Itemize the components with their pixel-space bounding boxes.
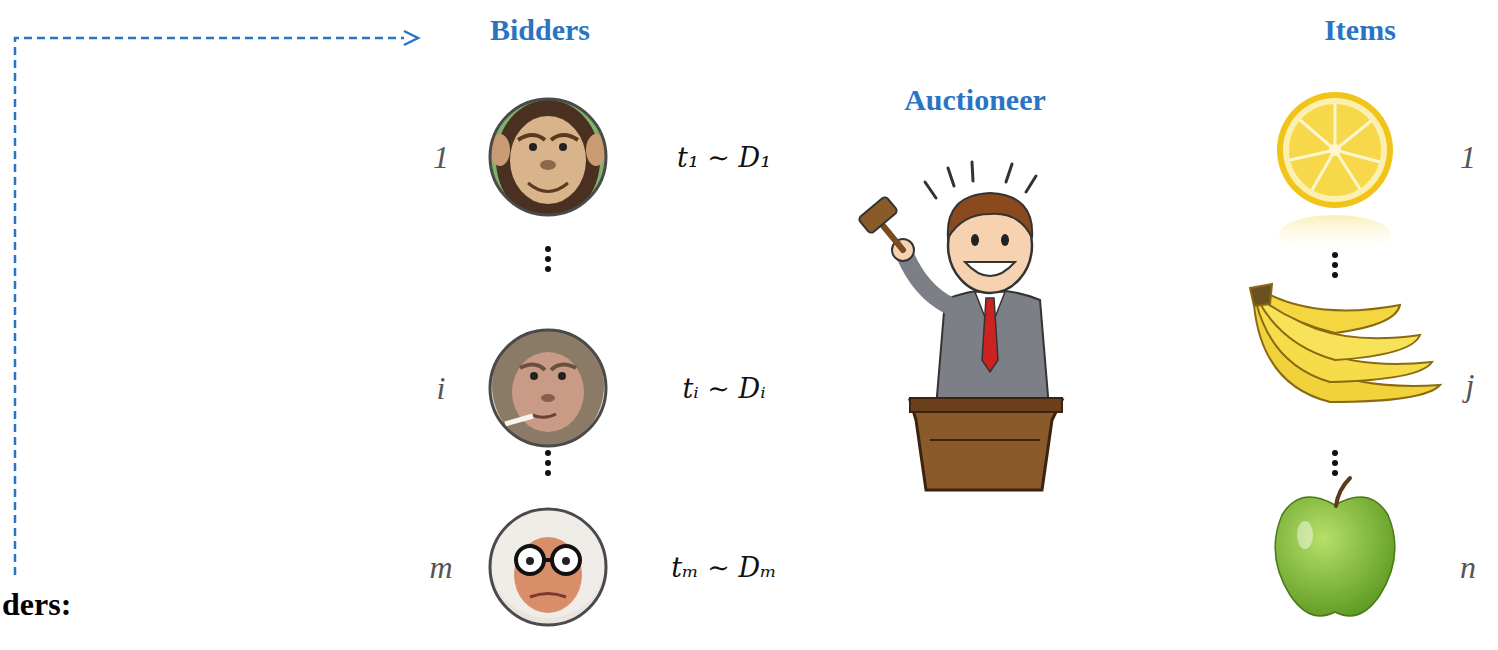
group-heading: Auctioneer	[904, 83, 1046, 117]
bidder-portrait-part-part	[514, 537, 582, 613]
bidder-portrait-part-part	[558, 372, 566, 380]
bidder-portrait-part	[488, 502, 608, 627]
auctioneer-figure-part-part	[1006, 164, 1012, 182]
bidder-portrait-part-part	[541, 394, 555, 402]
bidder-portrait-part-part	[562, 557, 570, 565]
ellipsis-dots-part	[1332, 272, 1338, 278]
auctioneer-figure-part-part	[925, 182, 936, 198]
auctioneer-figure-part	[925, 162, 1036, 198]
apple-picture-part	[1297, 521, 1313, 549]
auctioneer-figure-part-part	[1026, 176, 1036, 192]
apple-picture	[1275, 478, 1395, 616]
lemon-picture-part	[1283, 98, 1387, 202]
bidder-portrait-part-part	[530, 594, 566, 598]
dashed-arrow-part	[15, 38, 404, 575]
bidder-portrait-part-part	[526, 557, 534, 565]
bidder-portrait-part	[488, 97, 608, 220]
lemon-picture-part-part	[1334, 104, 1337, 150]
bidder-portrait-part-part	[528, 183, 568, 192]
auctioneer-figure-part-part	[972, 162, 973, 181]
apple-picture-part	[1336, 478, 1350, 506]
bidder-portrait-part	[490, 509, 606, 625]
item-index: n	[1460, 549, 1476, 586]
bidder-index: m	[429, 549, 452, 586]
apple-picture-part	[1275, 497, 1395, 616]
lemon-picture-part-part	[1335, 150, 1360, 189]
lemon-picture-part-part	[1290, 150, 1335, 160]
bidder-portrait-part	[490, 99, 606, 215]
bidder-portrait-part-part	[505, 416, 533, 424]
lemon-picture-part	[1329, 144, 1341, 156]
group-heading: Items	[1324, 13, 1396, 47]
dashed-arrow-part	[404, 31, 418, 45]
bidder-portrait	[488, 97, 608, 220]
lemon-picture-part-part	[1300, 120, 1335, 150]
bidder-index: 1	[433, 139, 449, 176]
bidder-portrait-part-part	[532, 414, 556, 417]
ellipsis-dots-part	[545, 246, 551, 252]
bidder-portrait-part	[490, 330, 606, 446]
ellipsis-dots-part	[545, 256, 551, 262]
group-heading: Bidders	[490, 13, 590, 47]
dashed-arrow	[15, 31, 418, 575]
lemon-picture-part	[1279, 215, 1391, 255]
banana-picture-part	[1250, 284, 1272, 306]
bidder-portrait	[488, 502, 608, 627]
bidder-portrait-part-part	[540, 160, 556, 170]
auctioneer-figure-part	[910, 398, 1062, 412]
auctioneer-figure-part	[1001, 234, 1009, 246]
bidder-portrait-part-part	[520, 364, 576, 370]
banana-picture-part	[1260, 294, 1400, 333]
lemon-picture-part-part	[1312, 150, 1335, 190]
lemon-picture-part	[1277, 92, 1393, 208]
bidder-portrait-part-part	[490, 502, 606, 618]
auctioneer-figure-part	[948, 193, 1032, 238]
ellipsis-dots-part	[545, 450, 551, 456]
bidder-portrait-part-part	[516, 546, 544, 574]
type-distribution: tᵢ ∼ Dᵢ	[682, 373, 765, 404]
ellipsis-dots-part	[1332, 262, 1338, 268]
auctioneer-figure	[858, 162, 1062, 490]
bidder-portrait-part-part	[510, 116, 586, 204]
bidder-portrait-part-part	[518, 135, 578, 140]
lemon-picture-part	[1290, 104, 1380, 190]
bidder-portrait-part-part	[529, 143, 537, 151]
section-label: ders:	[2, 586, 71, 623]
auctioneer-figure-part	[965, 262, 1015, 276]
bidder-portrait	[488, 323, 608, 448]
type-distribution: t₁ ∼ D₁	[677, 142, 771, 173]
type-distribution: tₘ ∼ Dₘ	[671, 552, 776, 583]
bidder-portrait-part-part	[530, 372, 538, 380]
auctioneer-figure-part	[930, 439, 1040, 441]
auctioneer-figure-part	[905, 255, 948, 305]
bidder-portrait-part-part	[492, 323, 604, 447]
auctioneer-figure-part	[858, 196, 898, 234]
auctioneer-figure-part	[880, 222, 903, 250]
ellipsis-dots-part	[545, 470, 551, 476]
banana-picture	[1250, 284, 1440, 402]
ellipsis-dots-part	[1332, 460, 1338, 466]
item-index: j	[1466, 367, 1475, 404]
ellipsis-dots-part	[545, 460, 551, 466]
bidder-index: i	[437, 370, 446, 407]
auctioneer-figure-part	[910, 400, 1062, 490]
bidder-portrait-part-part	[559, 143, 567, 151]
auctioneer-figure-part-part	[948, 168, 954, 186]
ellipsis-dots-part	[545, 266, 551, 272]
lemon-picture	[1277, 92, 1393, 255]
auctioneer-figure-part	[982, 298, 998, 372]
bidder-portrait-part-part	[544, 558, 552, 562]
ellipsis-dots-part	[1332, 470, 1338, 476]
bidder-portrait-part-part	[552, 546, 580, 574]
lemon-picture-part	[1289, 104, 1381, 196]
lemon-picture-part-part	[1335, 121, 1371, 150]
ellipsis-dots-part	[1332, 450, 1338, 456]
auctioneer-figure-part	[971, 234, 979, 246]
item-index: 1	[1460, 139, 1476, 176]
bidder-portrait-part	[488, 323, 608, 448]
